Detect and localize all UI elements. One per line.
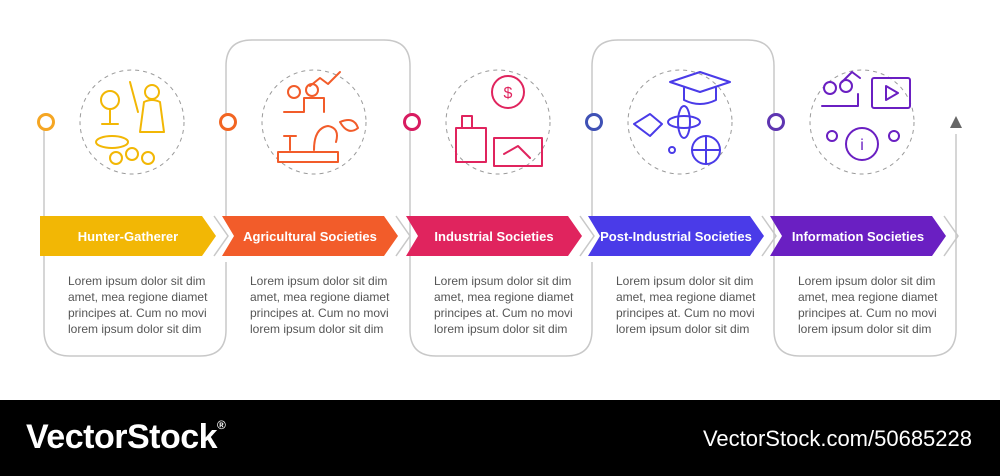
description-line: lorem ipsum dolor sit dim <box>616 322 750 336</box>
stage-title: Hunter-Gatherer <box>77 228 179 244</box>
chevron-outline <box>579 215 595 257</box>
description-line: principes at. Cum no movi <box>250 306 389 320</box>
stage-description: Lorem ipsum dolor sit dim amet, mea regio… <box>250 273 400 337</box>
infographic <box>43 39 962 357</box>
chevron-outline <box>943 215 959 257</box>
description-line: Lorem ipsum dolor sit dim <box>616 274 754 288</box>
description-line: amet, mea regione diamet <box>434 290 574 304</box>
watermark-footer: VectorStock® VectorStock.com/50685228 <box>0 400 1000 476</box>
stage-banner-1: Hunter-Gatherer <box>40 216 216 256</box>
agriculture-icon <box>254 62 374 187</box>
timeline-dot-2 <box>218 112 237 131</box>
description-line: amet, mea regione diamet <box>250 290 390 304</box>
chevron-outline <box>761 215 777 257</box>
svg-text:i: i <box>860 137 864 154</box>
timeline-dot-1 <box>36 112 55 131</box>
stage-banner-3: Industrial Societies <box>406 216 582 256</box>
description-line: principes at. Cum no movi <box>68 306 207 320</box>
description-line: amet, mea regione diamet <box>798 290 938 304</box>
stage-title: Agricultural Societies <box>243 228 377 244</box>
timeline-dot-5 <box>766 112 785 131</box>
description-line: principes at. Cum no movi <box>434 306 573 320</box>
svg-text:$: $ <box>504 85 513 102</box>
stage-banner-4: Post-Industrial Societies <box>588 216 764 256</box>
hunter-gatherer-icon <box>72 62 192 187</box>
stage-description: Lorem ipsum dolor sit dim amet, mea regio… <box>798 273 948 337</box>
stage-title: Information Societies <box>791 228 925 244</box>
stage-description: Lorem ipsum dolor sit dim amet, mea regio… <box>68 273 218 337</box>
stage-banner-5: Information Societies <box>770 216 946 256</box>
description-line: amet, mea regione diamet <box>616 290 756 304</box>
end-arrowhead <box>950 116 962 128</box>
stage-banner-2: Agricultural Societies <box>222 216 398 256</box>
description-line: lorem ipsum dolor sit dim <box>798 322 932 336</box>
information-icon: i <box>802 62 922 187</box>
stage-description: Lorem ipsum dolor sit dim amet, mea regio… <box>434 273 584 337</box>
post-industry-icon <box>620 62 740 187</box>
chevron-outline <box>213 215 229 257</box>
description-line: Lorem ipsum dolor sit dim <box>434 274 572 288</box>
brand-logo: VectorStock® <box>26 418 226 456</box>
timeline-connector <box>43 39 962 357</box>
description-line: amet, mea regione diamet <box>68 290 208 304</box>
description-line: Lorem ipsum dolor sit dim <box>68 274 206 288</box>
description-line: principes at. Cum no movi <box>798 306 937 320</box>
description-line: principes at. Cum no movi <box>616 306 755 320</box>
timeline-dot-3 <box>402 112 421 131</box>
description-line: lorem ipsum dolor sit dim <box>250 322 384 336</box>
stage-description: Lorem ipsum dolor sit dim amet, mea regio… <box>616 273 766 337</box>
description-line: lorem ipsum dolor sit dim <box>68 322 202 336</box>
chevron-outline <box>395 215 411 257</box>
description-line: Lorem ipsum dolor sit dim <box>798 274 936 288</box>
stage-title: Industrial Societies <box>434 228 554 244</box>
stage-title: Post-Industrial Societies <box>600 228 752 244</box>
timeline-dot-4 <box>584 112 603 131</box>
industry-icon: $ <box>438 62 558 187</box>
description-line: Lorem ipsum dolor sit dim <box>250 274 388 288</box>
image-id: VectorStock.com/50685228 <box>702 426 972 451</box>
description-line: lorem ipsum dolor sit dim <box>434 322 568 336</box>
